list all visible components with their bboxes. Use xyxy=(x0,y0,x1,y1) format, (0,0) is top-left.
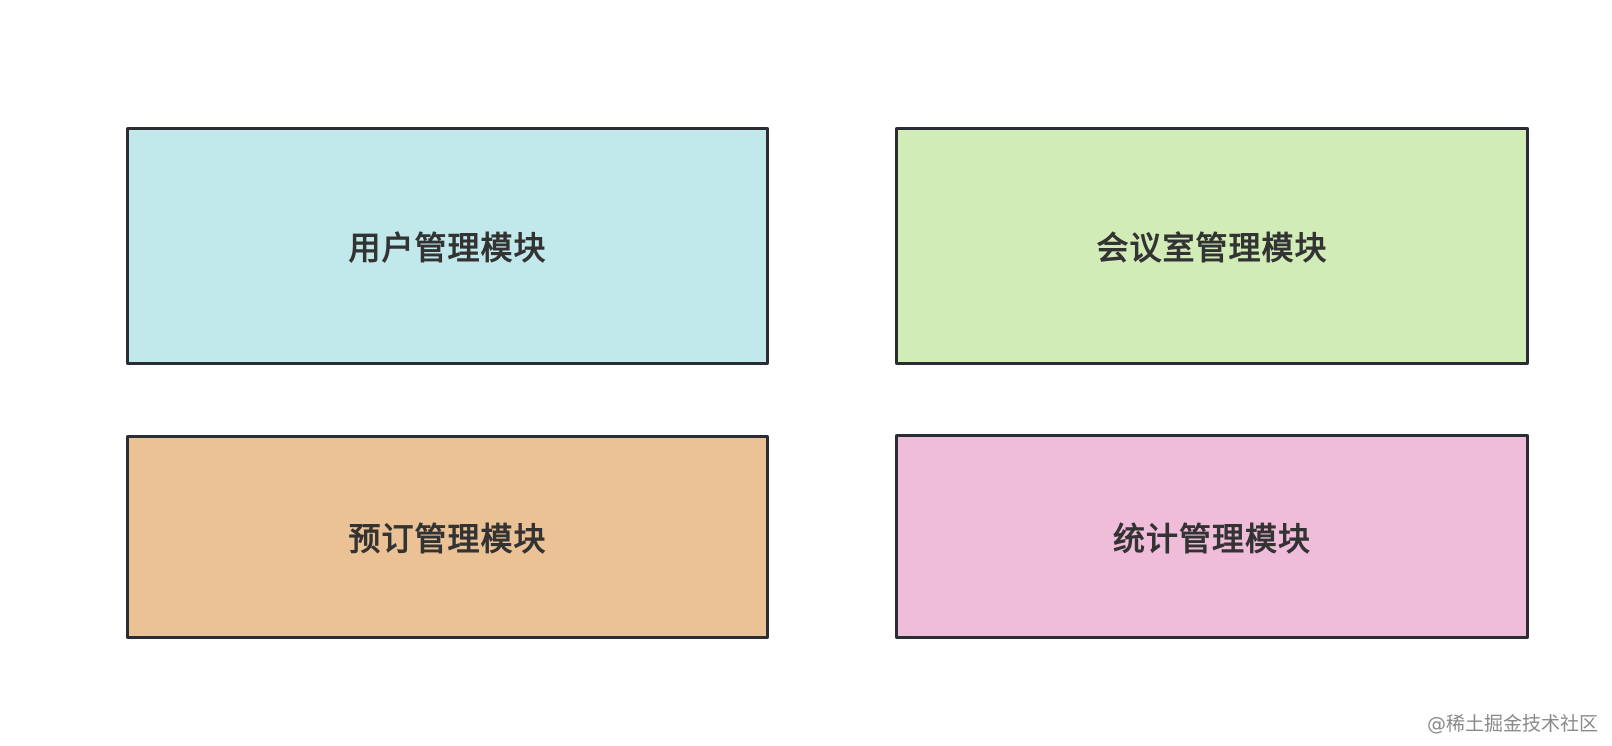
statistics-management-module-box: 统计管理模块 xyxy=(895,434,1529,639)
watermark: @稀土掘金技术社区 xyxy=(1426,713,1598,735)
module-label: 统计管理模块 xyxy=(1112,519,1311,558)
meeting-room-management-module-box: 会议室管理模块 xyxy=(895,127,1529,365)
module-label: 预订管理模块 xyxy=(348,520,547,558)
module-label: 会议室管理模块 xyxy=(1096,229,1328,267)
booking-management-module-box: 预订管理模块 xyxy=(126,435,769,639)
module-label: 用户管理模块 xyxy=(348,229,547,267)
user-management-module-box: 用户管理模块 xyxy=(126,127,769,365)
